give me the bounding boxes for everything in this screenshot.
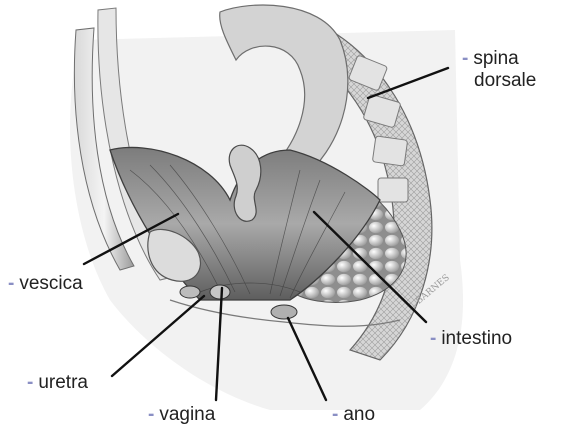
anus-opening <box>271 305 297 319</box>
label-dash: - <box>430 328 436 349</box>
label-text: spina <box>473 48 518 69</box>
label-text: ano <box>343 404 375 425</box>
label-text: dorsale <box>474 70 536 91</box>
label-intestino: -intestino <box>430 328 512 350</box>
label-vagina: -vagina <box>148 404 215 426</box>
label-ano: -ano <box>332 404 375 426</box>
label-text: intestino <box>441 328 512 349</box>
label-dash: - <box>8 273 14 294</box>
label-vescica: -vescica <box>8 273 83 295</box>
vagina-opening <box>210 285 230 299</box>
label-uretra: -uretra <box>27 372 88 394</box>
label-dash: - <box>148 404 154 425</box>
urethra-opening <box>180 286 200 298</box>
label-dash: - <box>332 404 338 425</box>
label-text: vescica <box>19 273 82 294</box>
label-spina-dorsale: -spina dorsale <box>462 48 536 92</box>
label-text: vagina <box>159 404 215 425</box>
label-text: uretra <box>38 372 88 393</box>
label-dash: - <box>27 372 33 393</box>
label-dash: - <box>462 48 468 69</box>
